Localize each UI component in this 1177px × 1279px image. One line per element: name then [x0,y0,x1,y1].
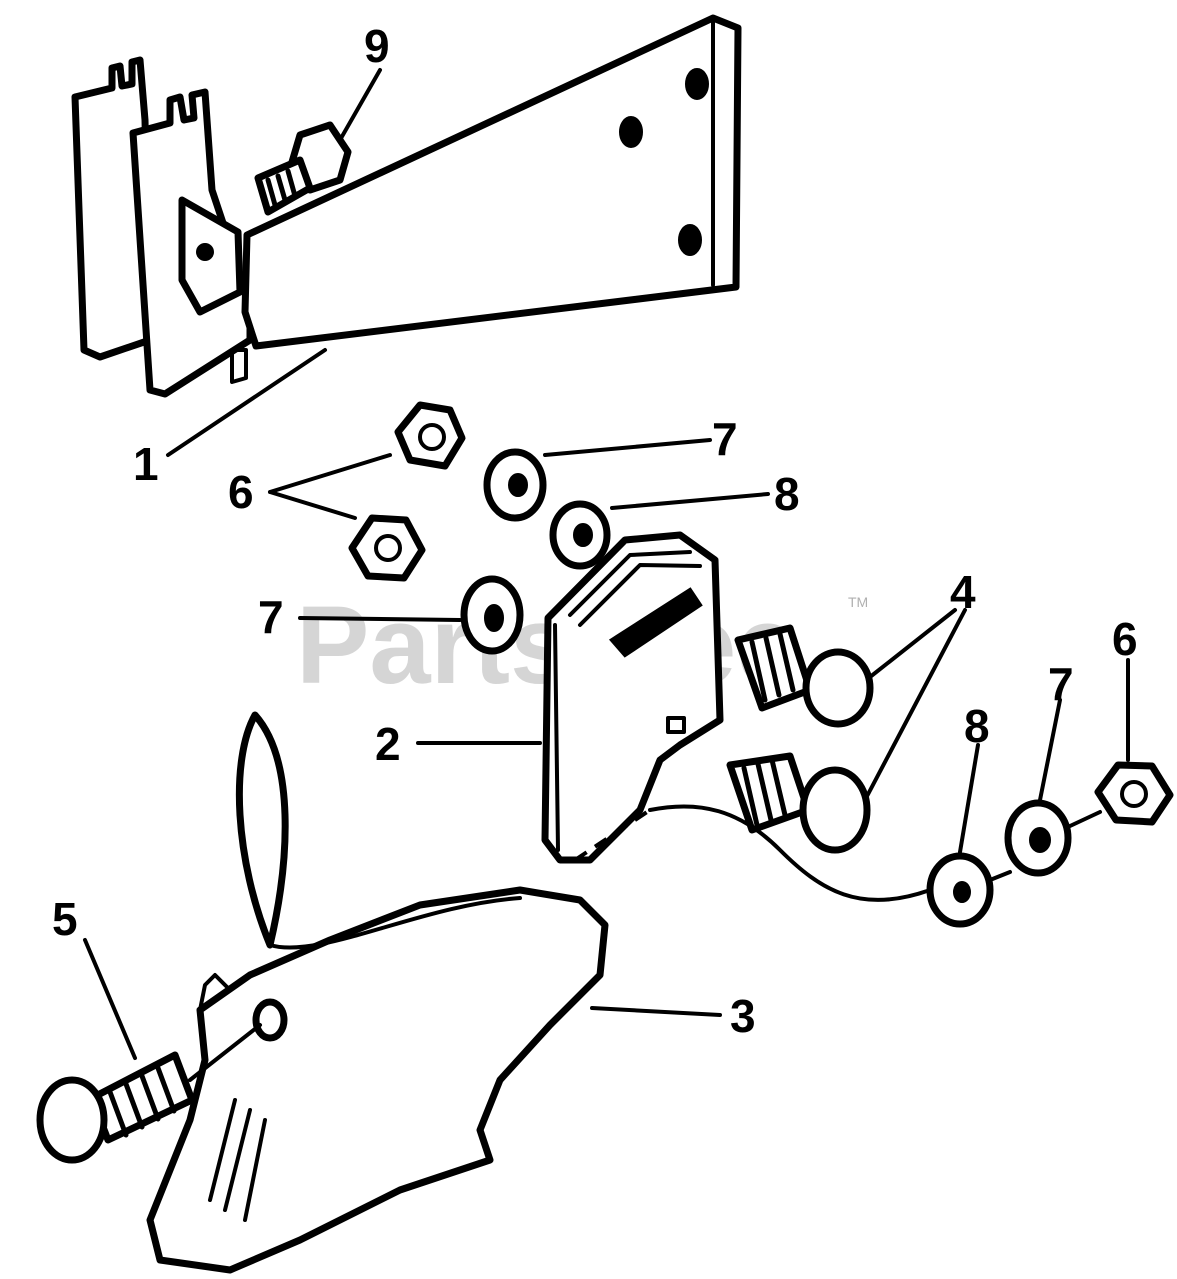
part-2-mount[interactable] [541,531,724,864]
callout-3: 3 [730,990,756,1042]
part-6-nut-right[interactable] [1094,761,1174,826]
arm-hole-bottom [678,224,702,256]
leader-6-lower [268,490,357,520]
arm-hole-top [685,68,709,100]
part-1-bracket[interactable] [71,14,742,398]
callout-6-left: 6 [228,466,254,518]
leader-7-left [298,616,462,622]
part-6-nut-upper[interactable] [394,401,466,470]
part-3-shovel[interactable] [146,711,609,1274]
arm-hole-middle [619,116,643,148]
leader-7-right [1038,698,1062,802]
watermark-trademark: TM [848,594,868,610]
part-6-nut-lower[interactable] [348,514,426,582]
callout-5: 5 [52,893,78,945]
callout-7-right: 7 [1048,658,1074,710]
leader-8-right [958,743,980,854]
assembly-line-bolt5 [188,1023,262,1082]
part-8-washer-right[interactable] [926,852,994,928]
leader-4-lower [863,608,967,802]
callout-9: 9 [364,20,390,72]
leader-3 [590,1006,722,1017]
callout-1: 1 [133,438,159,490]
callout-4: 4 [950,566,976,618]
assembly-line-right [648,804,932,902]
callout-6-right: 6 [1112,613,1138,665]
callout-7-top: 7 [712,413,738,465]
part-9-bolt[interactable] [254,121,352,216]
leader-5 [83,938,137,1060]
callout-8-right: 8 [964,700,990,752]
part-7-washer-right[interactable] [1004,799,1072,877]
callout-7-left: 7 [258,591,284,643]
leader-9 [338,68,382,142]
callout-2: 2 [375,718,401,770]
leader-4-upper [868,608,957,679]
part-5-carriage-bolt[interactable] [36,1051,196,1164]
clamp-hole [196,243,214,261]
assembly-line-washer-nut [988,810,1102,882]
part-8-washer-upper[interactable] [549,500,611,570]
assembly-line-bracket [573,808,652,862]
part-4-bolt-upper[interactable] [734,624,874,728]
part-7-washer-left[interactable] [460,575,524,655]
leader-8-top [610,492,770,510]
leader-6-upper [268,453,392,494]
callout-8-top: 8 [774,468,800,520]
part-4-bolt-lower[interactable] [726,752,871,854]
part-7-washer-upper[interactable] [483,448,547,522]
leader-7-top [543,438,712,457]
leader-1 [166,348,327,457]
